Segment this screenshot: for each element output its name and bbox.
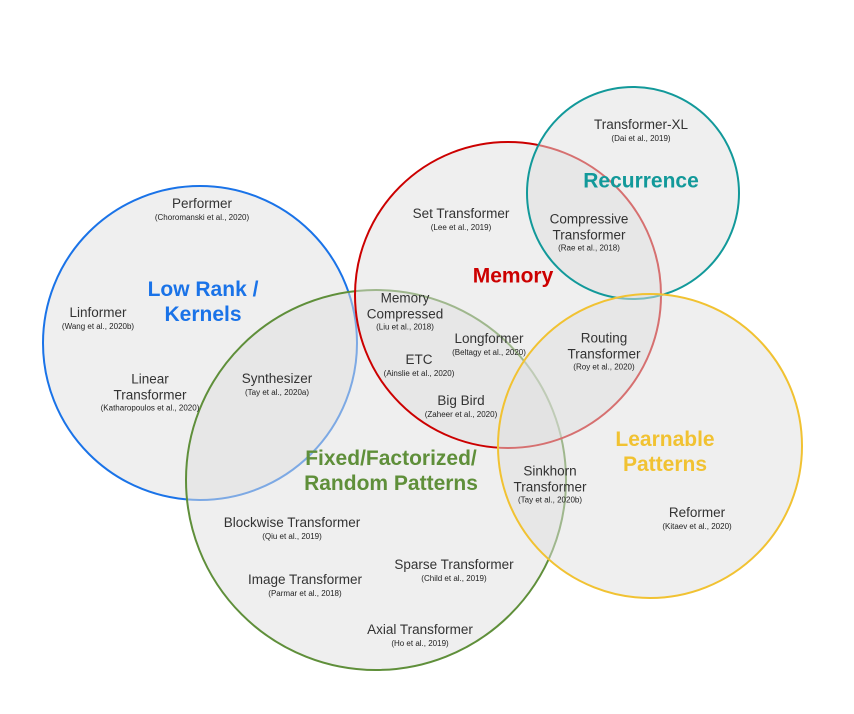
category-label-line: Low Rank / <box>147 277 259 301</box>
model-name: Memory <box>380 290 430 306</box>
model-name: Sinkhorn <box>523 463 577 479</box>
model-citation: (Roy et al., 2020) <box>573 362 635 372</box>
category-memory: Memory <box>473 263 554 288</box>
learnable-circle <box>497 293 803 599</box>
category-label-line: Random Patterns <box>304 472 478 495</box>
category-label-line: Recurrence <box>583 169 699 193</box>
model-citation: (Choromanski et al., 2020) <box>154 212 250 222</box>
model-citation: (Ainslie et al., 2020) <box>383 368 455 378</box>
model-name: Reformer <box>668 505 726 521</box>
model-citation: (Child et al., 2019) <box>421 573 487 583</box>
category-label-line: Fixed/Factorized/ <box>305 446 477 470</box>
model-axial-transformer: Axial Transformer(Ho et al., 2019) <box>367 622 473 648</box>
model-name: Routing <box>580 330 628 346</box>
model-set-transformer: Set Transformer(Lee et al., 2019) <box>413 206 510 232</box>
model-citation: (Wang et al., 2020b) <box>61 321 135 331</box>
category-label-line: Patterns <box>622 453 708 476</box>
model-citation: (Ho et al., 2019) <box>391 638 449 648</box>
model-sparse-transformer: Sparse Transformer(Child et al., 2019) <box>394 557 513 583</box>
model-name: Transformer <box>113 386 187 402</box>
model-name: Axial Transformer <box>367 622 473 638</box>
model-name: Compressive <box>549 211 629 227</box>
model-citation: (Tay et al., 2020a) <box>244 387 310 397</box>
model-performer: Performer(Choromanski et al., 2020) <box>155 196 249 222</box>
model-name: Performer <box>171 196 233 212</box>
model-transformer-xl: Transformer-XL(Dai et al., 2019) <box>594 117 688 143</box>
model-citation: (Dai et al., 2019) <box>611 133 671 143</box>
model-name: Longformer <box>454 331 524 347</box>
model-name: Compressed <box>366 305 444 321</box>
model-citation: (Lee et al., 2019) <box>430 222 492 232</box>
category-label-line: Memory <box>472 264 554 288</box>
model-blockwise-transformer: Blockwise Transformer(Qiu et al., 2019) <box>224 515 361 541</box>
model-big-bird: Big Bird(Zaheer et al., 2020) <box>425 393 497 419</box>
category-label-line: Kernels <box>164 303 242 326</box>
model-etc: ETC(Ainslie et al., 2020) <box>384 352 455 378</box>
model-linformer: Linformer(Wang et al., 2020b) <box>62 305 134 331</box>
model-name: Transformer <box>567 345 641 361</box>
model-longformer: Longformer(Beltagy et al., 2020) <box>452 331 526 357</box>
model-name: Linformer <box>69 305 127 321</box>
model-citation: (Kitaev et al., 2020) <box>662 521 732 531</box>
model-name: Image Transformer <box>247 572 363 588</box>
model-citation: (Zaheer et al., 2020) <box>424 409 498 419</box>
model-name: Transformer-XL <box>593 117 689 133</box>
category-label-line: Learnable <box>615 427 715 451</box>
model-citation: (Liu et al., 2018) <box>376 322 434 332</box>
model-reformer: Reformer(Kitaev et al., 2020) <box>662 505 731 531</box>
model-citation: (Rae et al., 2018) <box>558 243 620 253</box>
model-citation: (Katharopoulos et al., 2020) <box>100 403 200 413</box>
category-fixed: Fixed/Factorized/Random Patterns <box>304 446 478 496</box>
model-name: Blockwise Transformer <box>223 515 361 531</box>
model-image-transformer: Image Transformer(Parmar et al., 2018) <box>248 572 362 598</box>
category-low-rank: Low Rank /Kernels <box>148 277 259 327</box>
model-name: Linear <box>131 371 169 387</box>
category-recurrence: Recurrence <box>583 168 699 193</box>
model-synthesizer: Synthesizer(Tay et al., 2020a) <box>242 371 313 397</box>
model-name: Sparse Transformer <box>394 557 514 573</box>
model-citation: (Tay et al., 2020b) <box>517 495 583 505</box>
model-citation: (Qiu et al., 2019) <box>262 531 322 541</box>
model-name: Transformer <box>513 478 587 494</box>
model-citation: (Beltagy et al., 2020) <box>452 347 526 357</box>
model-name: Set Transformer <box>412 206 510 222</box>
model-name: Transformer <box>552 226 626 242</box>
model-name: Synthesizer <box>241 371 313 387</box>
model-citation: (Parmar et al., 2018) <box>268 588 342 598</box>
model-name: Big Bird <box>437 393 485 409</box>
model-name: ETC <box>405 352 433 368</box>
